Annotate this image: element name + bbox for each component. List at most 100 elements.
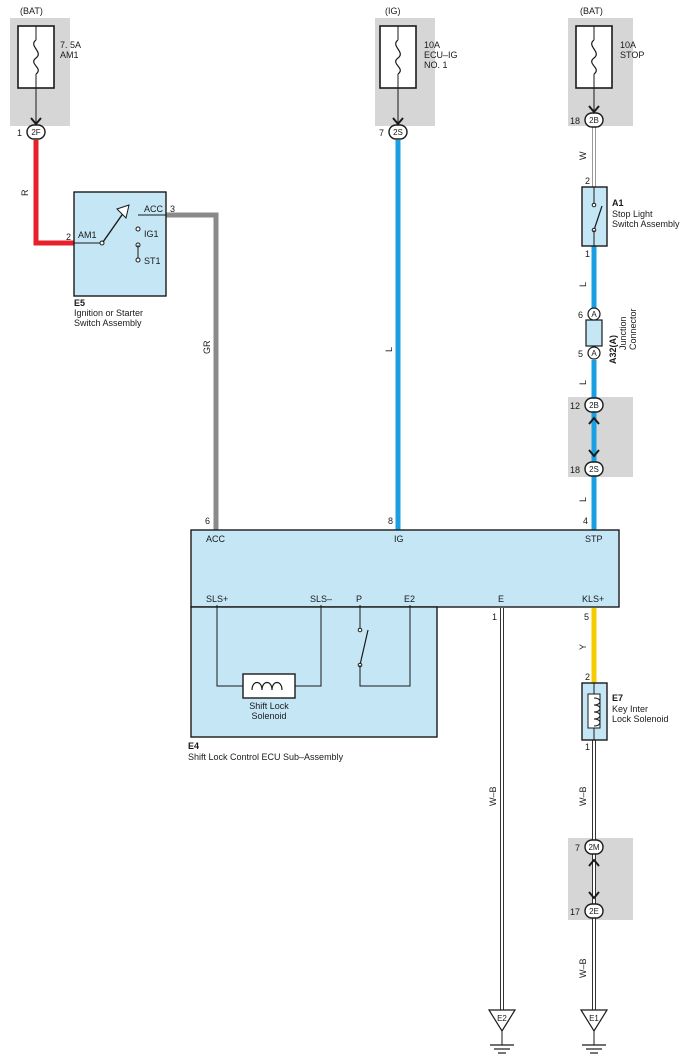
- a1-pin-bottom: 1: [585, 249, 590, 259]
- svg-text:2M: 2M: [588, 843, 599, 852]
- connector-2s-mid: 2S: [584, 461, 604, 477]
- fuse-ecu-ig: [379, 25, 417, 89]
- connector-2e-pin: 17: [570, 907, 580, 917]
- fuse-am1: [17, 25, 55, 89]
- svg-text:2S: 2S: [589, 465, 599, 474]
- svg-text:A: A: [591, 310, 597, 319]
- ecu-pin-ig: 8: [388, 516, 393, 526]
- junction-connector-a32: A A: [585, 307, 603, 360]
- e5-id: E5: [74, 298, 85, 308]
- connector-2b-top-pin: 18: [570, 116, 580, 126]
- a32-name-line1: Junction: [618, 316, 628, 350]
- wire-label-l-a1: L: [578, 282, 588, 287]
- e5-ig1-label: IG1: [144, 229, 159, 239]
- coil-icon: [251, 681, 283, 691]
- ecu-e-label: E: [498, 594, 504, 604]
- chevron-down-icon: [588, 449, 600, 458]
- svg-text:2B: 2B: [589, 401, 599, 410]
- ecu-stp-label: STP: [585, 534, 603, 544]
- shift-lock-solenoid-line1: Shift Lock: [249, 701, 289, 711]
- fuse-am1-rating: 7. 5A: [60, 40, 81, 50]
- a1-pin-top: 2: [585, 176, 590, 186]
- wire-label-wb-e: W–B: [488, 786, 498, 806]
- e5-st1-label: ST1: [144, 256, 161, 266]
- fuse-am1-name: AM1: [60, 50, 79, 60]
- a32-pin-bottom: 5: [578, 349, 583, 359]
- chevron-down-icon: [588, 891, 600, 900]
- e5-pin-acc: 3: [170, 204, 175, 214]
- shift-lock-solenoid-line2: Solenoid: [251, 711, 286, 721]
- ground-e1: E1: [579, 1009, 609, 1054]
- ground-e2: E2: [487, 1009, 517, 1054]
- e7-pin-bottom: 1: [585, 742, 590, 752]
- ecu-kls-plus-label: KLS+: [582, 594, 604, 604]
- coil-icon: [593, 697, 601, 727]
- connector-2s-top: 2S: [388, 124, 408, 140]
- e5-name-line1: Ignition or Starter: [74, 308, 143, 318]
- chevron-up-icon: [588, 416, 600, 425]
- wire-label-wb-e1: W–B: [578, 958, 588, 978]
- ground-e1-label: E1: [589, 1014, 599, 1023]
- ground-e2-label: E2: [497, 1014, 507, 1023]
- a1-name-line1: Stop Light: [612, 209, 653, 219]
- connector-2b-mid: 2B: [584, 397, 604, 413]
- wire-label-w: W: [578, 151, 588, 160]
- svg-text:2F: 2F: [31, 128, 40, 137]
- e5-name-line2: Switch Assembly: [74, 318, 142, 328]
- chevron-down-icon: [30, 117, 42, 126]
- connector-2b-top: 2B: [584, 112, 604, 128]
- e7-pin-top: 2: [585, 672, 590, 682]
- fuse-stop-rating: 10A: [620, 40, 636, 50]
- connector-2m: 2M: [584, 839, 604, 855]
- ecu-id: E4: [188, 741, 199, 751]
- chevron-down-icon: [392, 117, 404, 126]
- wire-label-y: Y: [578, 644, 588, 650]
- key-interlock-solenoid-e7: [581, 682, 608, 741]
- e5-pin-am1: 2: [66, 232, 71, 242]
- ecu-ig-label: IG: [394, 534, 404, 544]
- wire-label-l-a32: L: [578, 380, 588, 385]
- ecu-acc-label: ACC: [206, 534, 226, 544]
- source-bat-left: (BAT): [20, 6, 43, 16]
- svg-text:A: A: [591, 349, 597, 358]
- source-ig: (IG): [385, 6, 401, 16]
- fuse-stop-name: STOP: [620, 50, 644, 60]
- a32-id: A32(A): [608, 335, 618, 364]
- svg-text:2B: 2B: [589, 116, 599, 125]
- a1-name-line2: Switch Assembly: [612, 219, 680, 229]
- ecu-e4: [190, 529, 620, 738]
- ignition-switch-e5: [73, 191, 167, 297]
- wire-label-gr: GR: [202, 340, 212, 354]
- ecu-pin-kls: 5: [584, 612, 589, 622]
- wire-label-l-ig: L: [384, 347, 394, 352]
- chevron-up-icon: [588, 858, 600, 867]
- connector-2f-pin: 1: [17, 128, 22, 138]
- ecu-p-label: P: [356, 594, 362, 604]
- e7-name-line2: Lock Solenoid: [612, 714, 669, 724]
- a32-pin-top: 6: [578, 310, 583, 320]
- wire-label-wb-e7: W–B: [578, 786, 588, 806]
- svg-text:2E: 2E: [589, 907, 599, 916]
- fuse-ecu-ig-name: ECU–IG: [424, 50, 458, 60]
- fuse-stop: [575, 25, 613, 89]
- connector-2f: 2F: [26, 124, 46, 140]
- e7-name-line1: Key Inter: [612, 704, 648, 714]
- source-bat-right: (BAT): [580, 6, 603, 16]
- stop-light-switch-a1: [581, 186, 608, 247]
- ecu-sls-plus-label: SLS+: [206, 594, 228, 604]
- e7-id: E7: [612, 693, 623, 703]
- connector-2s-mid-pin: 18: [570, 465, 580, 475]
- fuse-ecu-ig-no: NO. 1: [424, 60, 448, 70]
- ecu-pin-acc: 6: [205, 516, 210, 526]
- a32-name-line2: Connector: [628, 308, 638, 350]
- connector-2m-pin: 7: [575, 843, 580, 853]
- a1-id: A1: [612, 198, 624, 208]
- wire-label-l-stp: L: [578, 497, 588, 502]
- ecu-sls-minus-label: SLS–: [310, 594, 332, 604]
- fuse-ecu-ig-rating: 10A: [424, 40, 440, 50]
- ecu-name: Shift Lock Control ECU Sub–Assembly: [188, 752, 344, 762]
- wire-label-r: R: [20, 189, 30, 196]
- e5-acc-label: ACC: [144, 204, 164, 214]
- chevron-down-icon: [588, 105, 600, 114]
